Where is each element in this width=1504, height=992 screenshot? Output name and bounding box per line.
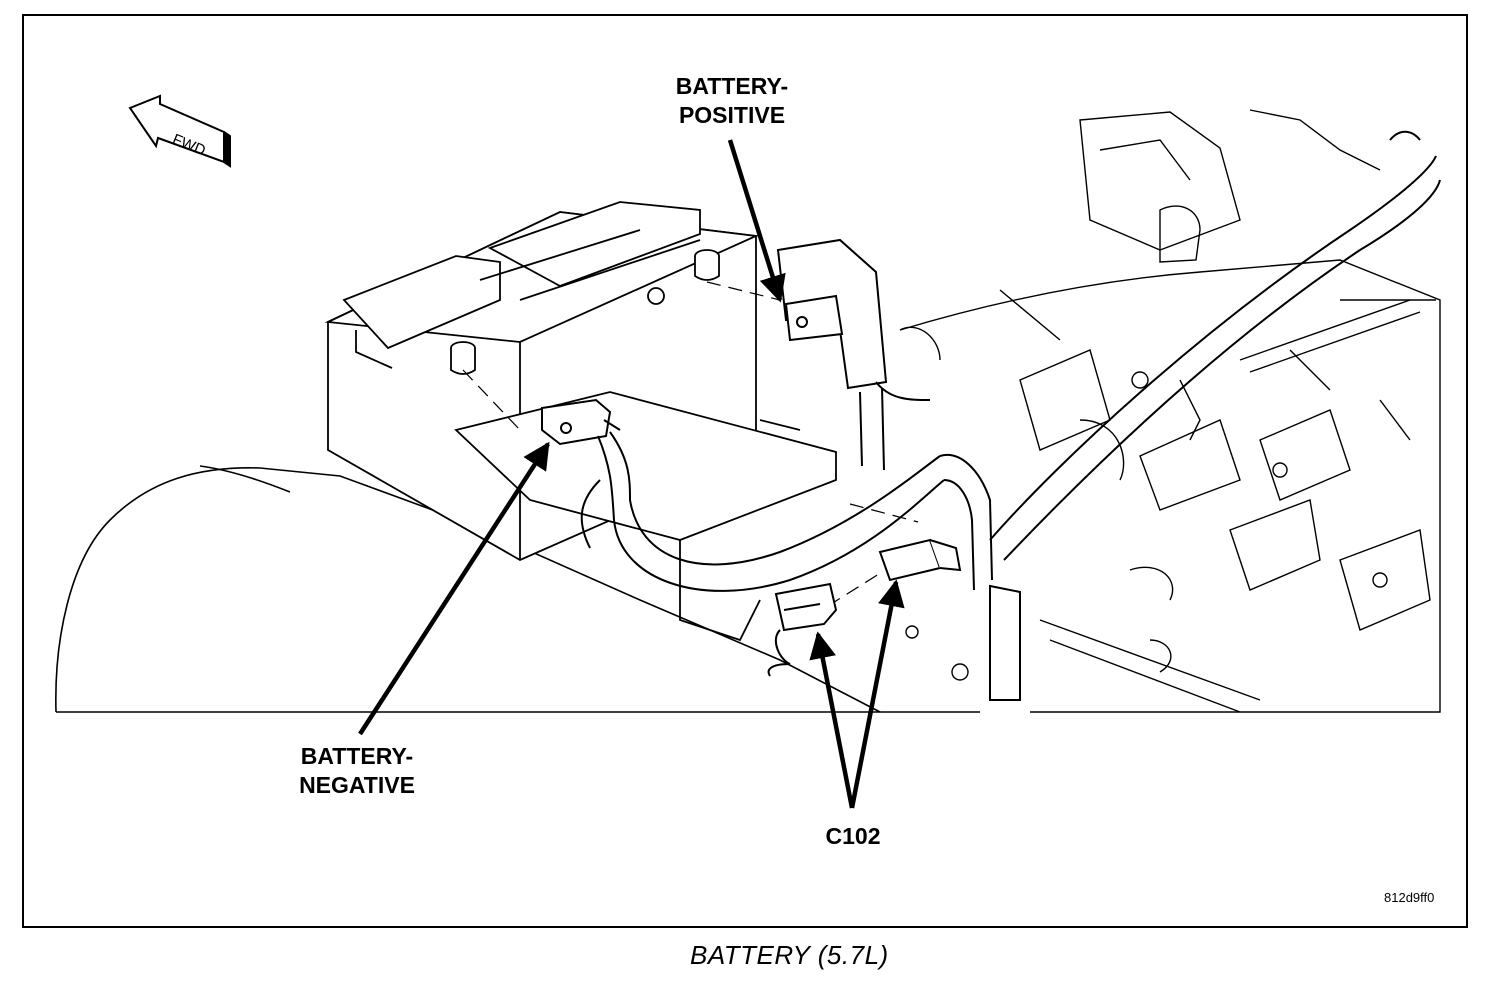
battery-negative-label-line-1: BATTERY-: [300, 743, 414, 769]
battery-negative-label: BATTERY- NEGATIVE: [272, 742, 442, 800]
battery-positive-label: BATTERY- POSITIVE: [652, 72, 812, 130]
positive-terminal-clamp: [776, 238, 931, 401]
battery-positive-label-line-1: BATTERY-: [675, 73, 789, 99]
c102-label: C102: [825, 823, 881, 849]
battery-positive-label-line-2: POSITIVE: [678, 102, 786, 128]
figure-id: 812d9ff0: [1384, 890, 1435, 905]
battery-negative-label-line-2: NEGATIVE: [299, 772, 415, 798]
leader-lines: [358, 139, 905, 809]
engine-illustration: [899, 109, 1441, 713]
figure-caption: BATTERY (5.7L): [690, 940, 889, 970]
negative-terminal-clamp: [541, 398, 621, 446]
forward-arrow-icon: FWD: [128, 94, 231, 168]
cable-harness: [580, 130, 1441, 701]
alignment-lines: [462, 281, 919, 607]
vehicle-body-outline: [55, 465, 980, 713]
c102-connector: [767, 538, 962, 677]
